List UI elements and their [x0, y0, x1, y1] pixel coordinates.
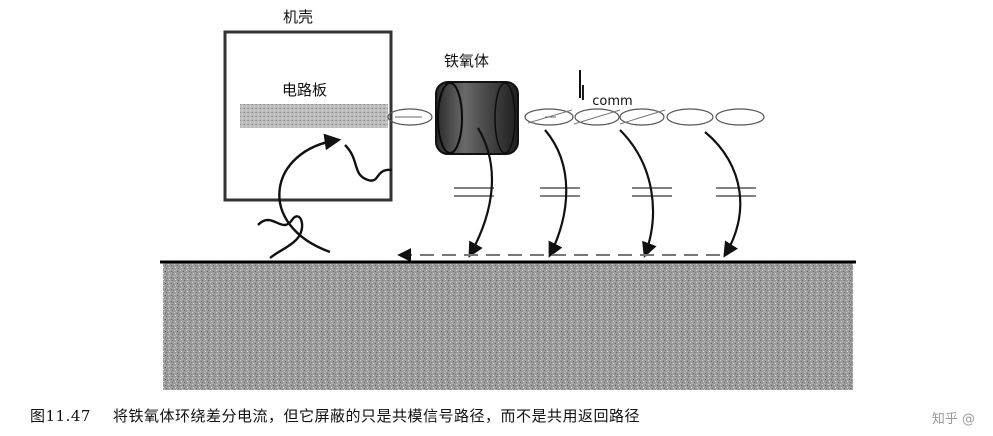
- cable-segment: [387, 108, 433, 126]
- figure-caption: 图11.47 将铁氧体环绕差分电流，但它屏蔽的只是共模信号路径，而不是共用返回路径: [30, 405, 970, 431]
- current-main: I: [580, 81, 586, 105]
- cable-segment: [715, 108, 765, 126]
- loop-arrow: [278, 133, 342, 254]
- cable-segment: [619, 108, 665, 126]
- coupling-arrow: [619, 129, 657, 258]
- watermark: 知乎 @: [931, 412, 975, 427]
- figure-number: 图11.47: [30, 407, 91, 425]
- cable-segment: [574, 108, 620, 126]
- capacitor: [454, 187, 494, 197]
- ferrite-core: [435, 81, 519, 155]
- coupling-arrow: [704, 131, 742, 258]
- loop-wiggle: [257, 215, 304, 259]
- coupling-arrow: [468, 127, 494, 258]
- ground-plane: [163, 262, 853, 390]
- chassis-loop: [257, 133, 393, 259]
- cable-segment: [524, 108, 574, 126]
- capacitors: [454, 187, 756, 197]
- coupling-arrow: [544, 129, 568, 258]
- cable-segment: [666, 108, 714, 126]
- caption-text: 将铁氧体环绕差分电流，但它屏蔽的只是共模信号路径，而不是共用返回路径: [112, 407, 640, 425]
- capacitor: [540, 187, 580, 197]
- capacitor: [716, 187, 756, 197]
- circuit-board-label: 电路板: [282, 81, 327, 99]
- chassis-label: 机壳: [283, 8, 313, 26]
- circuit-board: [240, 104, 388, 128]
- ferrite-label: 铁氧体: [444, 52, 489, 70]
- current-label: I comm: [580, 81, 633, 109]
- current-sub: comm: [592, 94, 632, 109]
- cable: [387, 108, 765, 126]
- loop-squiggle: [344, 144, 393, 182]
- coupling-arrows: [468, 127, 742, 258]
